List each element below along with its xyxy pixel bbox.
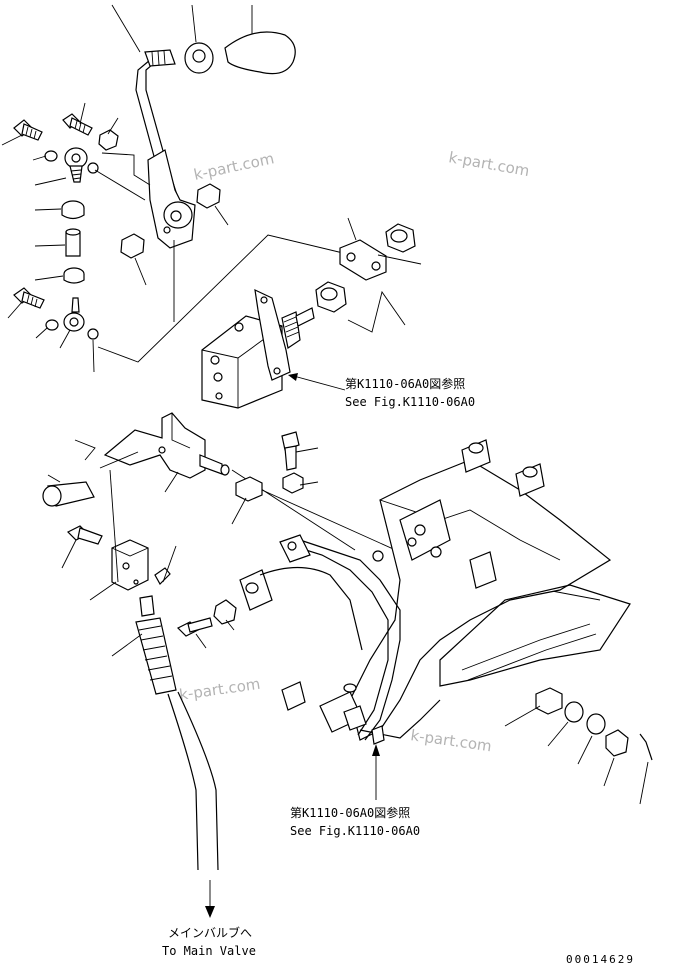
- drawing-code: 00014629: [566, 953, 635, 966]
- reference-lower-en: See Fig.K1110-06A0: [290, 824, 420, 838]
- bolt-5: [281, 431, 300, 471]
- bushing-2: [196, 183, 221, 209]
- washer-2: [87, 162, 99, 174]
- watermark-4: k-part.com: [409, 726, 492, 755]
- bolt-6: [176, 617, 213, 637]
- valve-block: [201, 288, 315, 409]
- lever-knob: [224, 31, 296, 75]
- cotter-pin: [639, 733, 653, 761]
- watermark-2: k-part.com: [447, 148, 531, 180]
- pin: [42, 481, 95, 507]
- reference-arrow-upper: [289, 374, 346, 391]
- mount-bracket: [339, 239, 387, 281]
- destination-jp: メインバルブへ: [168, 925, 252, 940]
- control-cable: [167, 691, 219, 871]
- clip: [154, 567, 171, 585]
- destination-en: To Main Valve: [162, 944, 256, 958]
- leader-lines-lower-right: [504, 705, 649, 805]
- cable-end: [135, 595, 177, 695]
- leader-lines-right: [347, 217, 422, 333]
- watermark-3: k-part.com: [178, 675, 261, 704]
- pivot-bracket: [103, 412, 230, 479]
- destination-arrow-head: [205, 906, 215, 918]
- nut-6: [282, 472, 304, 494]
- washer-5: [213, 599, 237, 625]
- block-joint: [111, 539, 149, 591]
- nut-3: [63, 267, 85, 284]
- nut-4: [385, 223, 416, 253]
- washer-7: [586, 713, 606, 735]
- bolt-3: [13, 287, 45, 309]
- castle-nut: [605, 729, 629, 757]
- bolt-4: [66, 525, 103, 545]
- reference-upper-en: See Fig.K1110-06A0: [345, 395, 475, 409]
- washer-4: [87, 328, 99, 340]
- arrow-head-lower: [372, 744, 380, 756]
- bolt-1: [13, 119, 43, 141]
- lever-nut: [184, 42, 214, 74]
- watermark-1: k-part.com: [192, 149, 276, 184]
- nut-2: [61, 200, 85, 220]
- leader-lines-upper: [1, 4, 344, 373]
- reference-lower-jp: 第K1110-06A0図参照: [290, 805, 410, 820]
- bolt-2: [62, 113, 93, 136]
- bushing-1: [120, 233, 145, 259]
- washer-3: [45, 319, 59, 331]
- nut-5: [315, 281, 347, 313]
- spacer-1: [65, 228, 81, 257]
- rod-end-2: [63, 297, 85, 332]
- washer-1: [44, 150, 58, 162]
- collar: [235, 476, 263, 502]
- arrow-head-upper: [288, 373, 298, 381]
- lever-bracket: [147, 149, 196, 249]
- pedal-bracket: [239, 439, 631, 745]
- reference-upper-jp: 第K1110-06A0図参照: [345, 376, 465, 391]
- collar-2: [535, 687, 563, 715]
- rod-end-1: [64, 147, 88, 183]
- washer-6: [564, 701, 584, 723]
